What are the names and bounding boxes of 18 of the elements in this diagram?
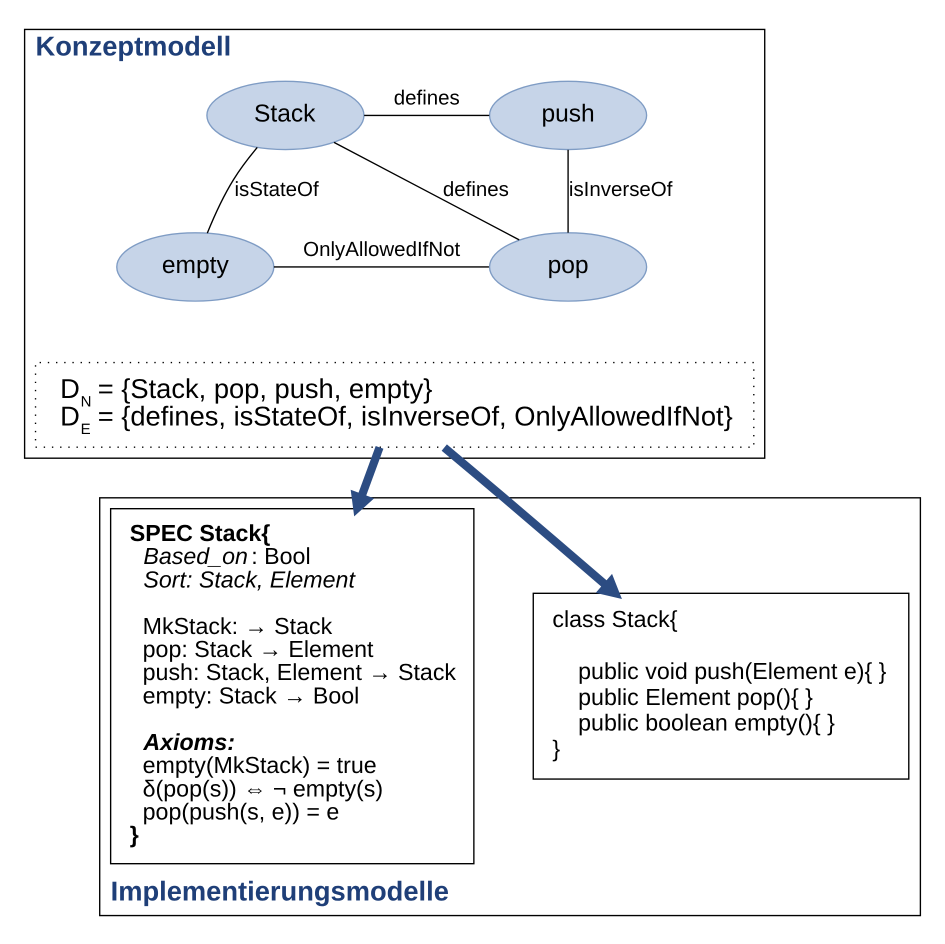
- arrow: [350, 445, 384, 516]
- edge-label: isInverseOf: [568, 177, 672, 200]
- node-box: class Stack{ public void push(Element e){ } public Element pop(){ } public boolean empty(){ } }: [532, 592, 910, 780]
- edge-label: defines: [394, 86, 460, 109]
- connector: [274, 266, 489, 268]
- edge-label: OnlyAllowedIfNot: [303, 238, 460, 261]
- node-box: D$_{N}$ = {Stack, pop, push, empty} D$_{E}$ = {defines, isStateOf, isInverseOf, OnlyAllowedIfNot}: [34, 361, 754, 448]
- edge-label: defines: [442, 177, 509, 200]
- node-ellipse: Stack: [206, 80, 365, 150]
- connector: [334, 141, 520, 240]
- node-ellipse: push: [488, 80, 648, 150]
- edge-label: isStateOf: [234, 177, 319, 200]
- node-ellipse: empty: [116, 232, 274, 302]
- connector: [364, 114, 490, 116]
- node-box: SPEC Stack{ Based_on: Bool Sort: Stack, Element MkStack: → Stack pop: Stack → Element push: Stack, Element → Stack empty: Stack → Bool Axioms: empty(MkStack) = true δ(pop(s)) ⇔ ¬ empty(s) pop(push(s, e)) = e }: [110, 508, 475, 864]
- node-ellipse: pop: [488, 232, 648, 302]
- connector: [206, 146, 258, 233]
- connector: [567, 149, 569, 232]
